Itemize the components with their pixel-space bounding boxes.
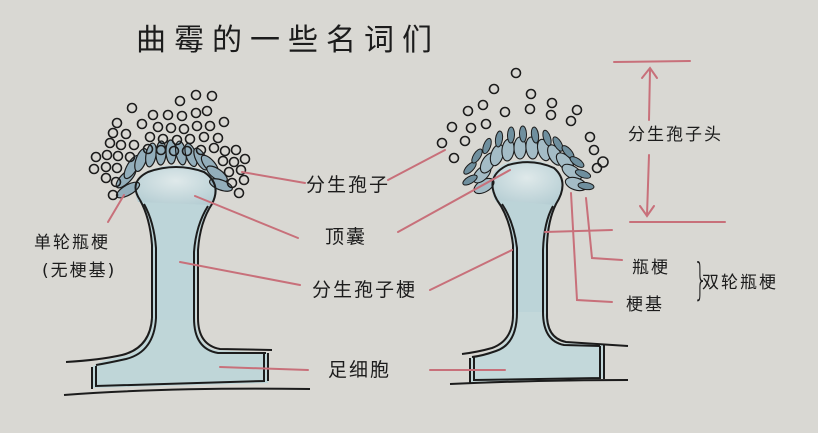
label-phialide: 瓶梗 <box>632 258 670 278</box>
phialides-left <box>115 139 234 199</box>
label-biseriate: 双轮瓶梗 <box>702 273 778 293</box>
right-conidiophore <box>436 67 629 385</box>
conidia-right <box>436 67 609 174</box>
left-conidiophore <box>63 89 311 396</box>
label-foot-cell: 足细胞 <box>328 359 392 381</box>
label-conidiophore: 分生孢子梗 <box>312 279 418 301</box>
label-uniseriate: 单轮瓶梗 <box>34 233 110 253</box>
right-outline <box>449 161 629 385</box>
label-uniseriate-note: (无梗基) <box>42 261 117 281</box>
conidia-left <box>88 89 251 201</box>
left-outline <box>63 166 311 396</box>
diagram-title: 曲霉的一些名词们 <box>136 23 440 58</box>
label-conidial-head: 分生孢子头 <box>628 125 723 145</box>
brace-bracket: } <box>693 254 709 305</box>
phialides-outer-right <box>462 125 595 191</box>
leader-lines <box>107 60 726 371</box>
label-metula: 梗基 <box>626 295 664 315</box>
label-vesicle: 顶囊 <box>325 226 368 248</box>
label-conidia: 分生孢子 <box>306 174 391 196</box>
